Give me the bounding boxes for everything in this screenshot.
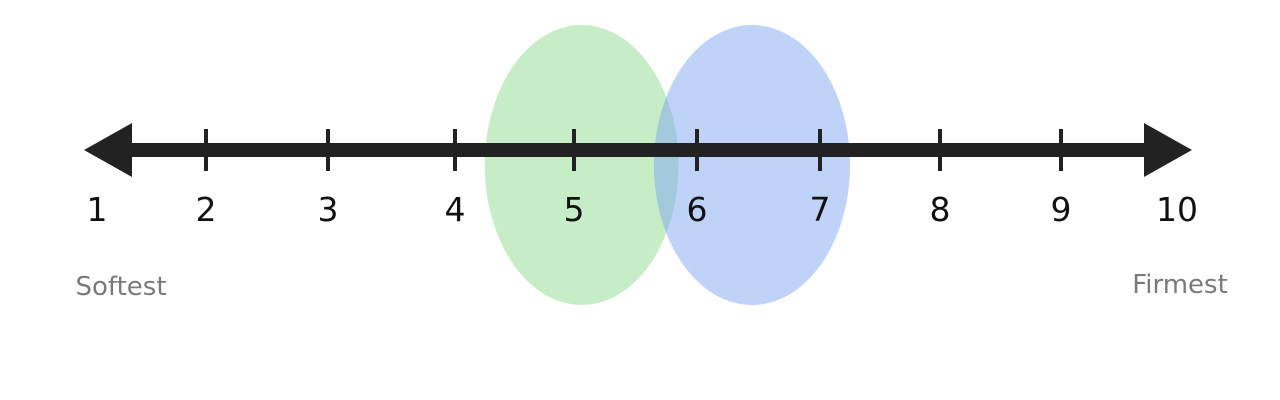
axis-line — [126, 143, 1150, 157]
tick-label-6: 6 — [687, 190, 708, 229]
tick-label-7: 7 — [810, 190, 831, 229]
tick-mark-7 — [818, 129, 822, 171]
tick-labels: 1 2 3 4 5 6 7 8 9 10 — [87, 190, 1199, 229]
tick-label-1: 1 — [87, 190, 108, 229]
tick-label-2: 2 — [196, 190, 217, 229]
tick-label-8: 8 — [930, 190, 951, 229]
tick-mark-6 — [695, 129, 699, 171]
tick-mark-4 — [453, 129, 457, 171]
tick-mark-5 — [572, 129, 576, 171]
right-arrowhead — [1144, 123, 1192, 177]
tick-label-10: 10 — [1156, 190, 1198, 229]
range-highlights — [484, 25, 850, 305]
tick-label-4: 4 — [445, 190, 466, 229]
tick-mark-8 — [938, 129, 942, 171]
left-arrowhead — [84, 123, 132, 177]
tick-label-9: 9 — [1051, 190, 1072, 229]
tick-mark-2 — [204, 129, 208, 171]
firmest-label: Firmest — [1132, 270, 1228, 300]
softest-label: Softest — [75, 272, 166, 302]
range-ellipse-2 — [653, 25, 850, 305]
tick-mark-9 — [1059, 129, 1063, 171]
number-line — [84, 123, 1192, 177]
range-ellipse-1 — [484, 25, 679, 305]
tick-marks — [204, 129, 1063, 171]
tick-mark-3 — [326, 129, 330, 171]
tick-label-3: 3 — [318, 190, 339, 229]
tick-label-5: 5 — [564, 190, 585, 229]
